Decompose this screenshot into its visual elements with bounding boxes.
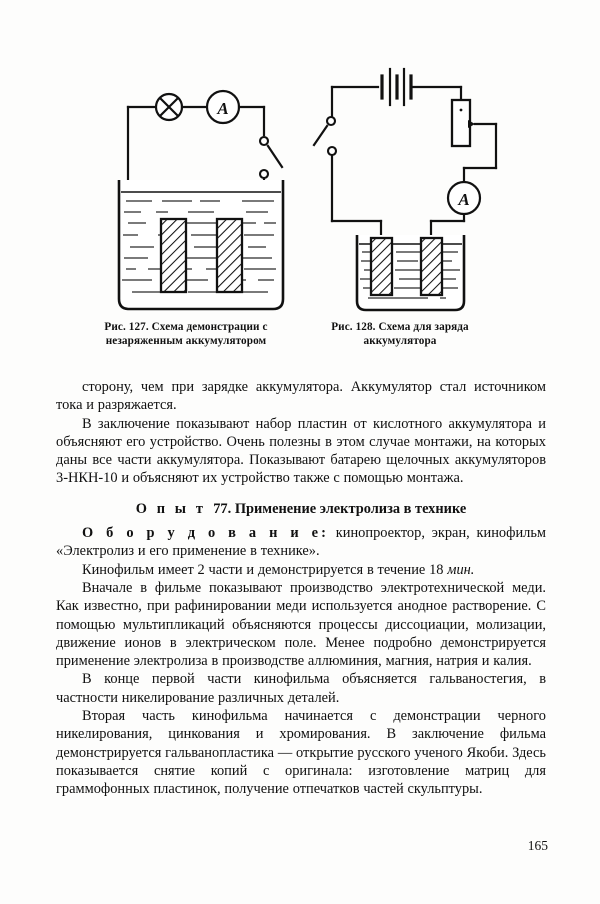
page-number: 165: [527, 838, 548, 853]
experiment-heading: О п ы т 77. Применение электролиза в тех…: [56, 500, 546, 518]
figure-127: A: [96, 62, 326, 317]
equipment-label: О б о р у д о в а н и е:: [82, 525, 329, 542]
figure-128: A: [300, 56, 520, 318]
experiment-label: О п ы т: [135, 500, 206, 517]
electrode-plate-right-127: [215, 217, 244, 294]
experiment-title: Применение электролиза в технике: [234, 500, 467, 517]
paragraph-6: Вторая часть кинофильма начинается с дем…: [56, 708, 546, 798]
paragraph-1: сторону, чем при зарядке аккумулятора. А…: [56, 379, 546, 414]
ammeter-label-127: A: [216, 99, 228, 118]
paragraph-3-text: Кинофильм имеет 2 части и демонстрируетс…: [82, 561, 448, 578]
paragraph-3: Кинофильм имеет 2 части и демонстрируетс…: [56, 561, 546, 579]
body-text: сторону, чем при зарядке аккумулятора. А…: [56, 378, 546, 799]
experiment-number: 77.: [213, 500, 232, 517]
figure-127-caption: Рис. 127. Схема демонстрации с незаряжен…: [104, 321, 268, 348]
paragraph-2: В заключение показывают набор пластин от…: [56, 415, 546, 487]
figure-128-caption: Рис. 128. Схема для заряда аккумулятора: [331, 321, 469, 348]
duration-unit: мин.: [447, 561, 475, 578]
electrode-plate-right-128: [419, 236, 444, 297]
paragraph-equipment: О б о р у д о в а н и е: кинопроектор, э…: [56, 524, 546, 561]
electrode-plate-left-127: [159, 217, 188, 294]
rheostat-symbol-128: [450, 98, 472, 148]
electrode-plate-left-128: [369, 236, 394, 297]
ammeter-label-128: A: [457, 190, 469, 209]
equipment-text: кинопроектор, экран, кинофильм «Электрол…: [56, 525, 546, 560]
paragraph-5: В конце первой части кинофильма объясняе…: [56, 671, 546, 706]
paragraph-4: Вначале в фильме показывают производство…: [56, 579, 546, 670]
figures-area: A: [0, 0, 600, 372]
